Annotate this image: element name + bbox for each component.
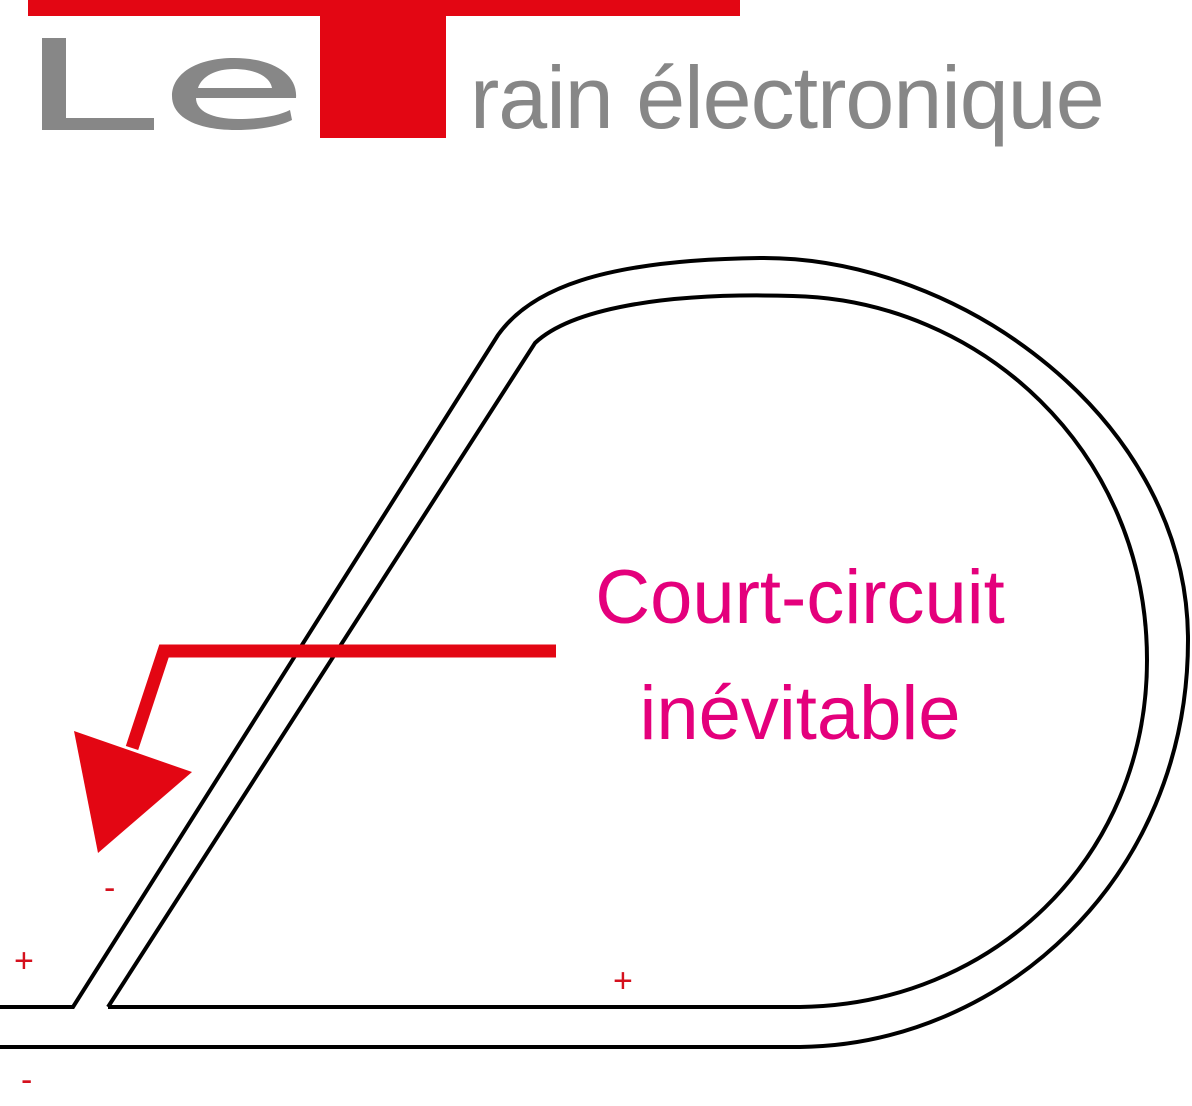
logo-letter-L xyxy=(42,38,154,130)
polarity-minus-bottom: - xyxy=(21,1061,33,1099)
logo-red-bar xyxy=(28,0,740,16)
polarity-plus-loop: + xyxy=(613,962,633,1000)
callout-line-1: Court-circuit xyxy=(595,555,1005,640)
callout-line-2: inévitable xyxy=(639,671,961,756)
outer-rail xyxy=(0,255,1191,1049)
logo-title-text: rain électronique xyxy=(470,48,1105,147)
logo-letter-T xyxy=(320,14,446,138)
inner-rail xyxy=(106,293,1150,1009)
short-circuit-callout: Court-circuit inévitable xyxy=(470,540,1130,772)
logo: rain électronique xyxy=(0,0,1192,170)
polarity-plus-left: + xyxy=(14,942,34,980)
polarity-minus-diagonal: - xyxy=(104,869,116,907)
logo-letter-e xyxy=(172,58,297,130)
short-circuit-arrow xyxy=(74,644,556,853)
